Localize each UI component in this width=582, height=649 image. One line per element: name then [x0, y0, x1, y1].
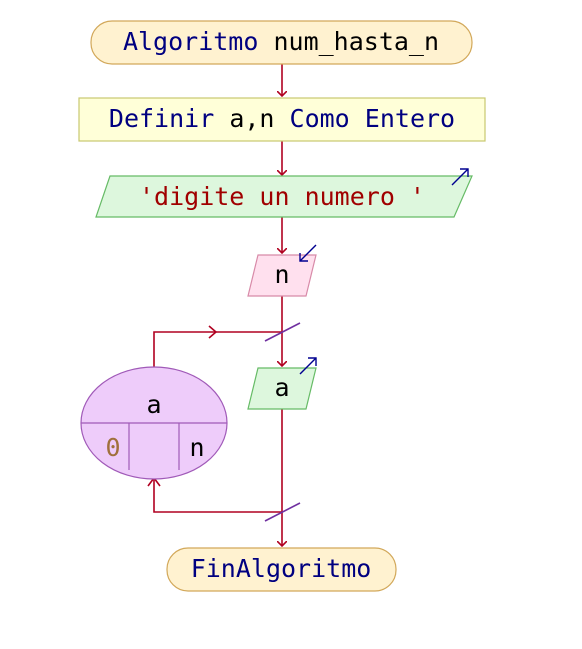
- start-keyword: Algoritmo: [123, 27, 258, 56]
- output-arrow-icon: [451, 168, 469, 186]
- define-vars: a,n: [229, 104, 274, 133]
- loop-output-block[interactable]: a: [247, 357, 317, 410]
- loop-back-connector: [153, 331, 282, 367]
- input-arrow-icon: [299, 244, 317, 262]
- input-block[interactable]: n: [247, 244, 317, 297]
- cut-mark-top: [264, 322, 301, 342]
- svg-text:Definir a,n Como Entero: Definir a,n Como Entero: [109, 104, 455, 133]
- loop-output-arrow-icon: [299, 357, 317, 375]
- svg-text:Algoritmo num_hasta_n: Algoritmo num_hasta_n: [123, 27, 439, 56]
- algorithm-name: num_hasta_n: [273, 27, 439, 56]
- loop-back-arrow-icon: [208, 325, 218, 339]
- define-keyword: Definir: [109, 104, 214, 133]
- loop-block[interactable]: a 0 n: [80, 366, 228, 480]
- loop-output-var: a: [274, 373, 289, 402]
- define-process[interactable]: Definir a,n Como Entero: [78, 97, 486, 142]
- flow-connectors: [147, 64, 282, 546]
- output-block[interactable]: 'digite un numero ': [95, 168, 473, 218]
- loop-var: a: [146, 390, 161, 419]
- cut-marks: [264, 322, 301, 522]
- cut-mark-bottom: [264, 502, 301, 522]
- output-text: 'digite un numero ': [139, 182, 425, 211]
- start-terminal[interactable]: Algoritmo num_hasta_n: [90, 20, 473, 65]
- loop-exit-connector: [153, 477, 282, 513]
- loop-to: n: [189, 433, 204, 462]
- input-var: n: [274, 260, 289, 289]
- end-terminal[interactable]: FinAlgoritmo: [166, 547, 397, 592]
- loop-from: 0: [105, 433, 120, 462]
- define-type: Como Entero: [290, 104, 456, 133]
- end-keyword: FinAlgoritmo: [191, 554, 372, 583]
